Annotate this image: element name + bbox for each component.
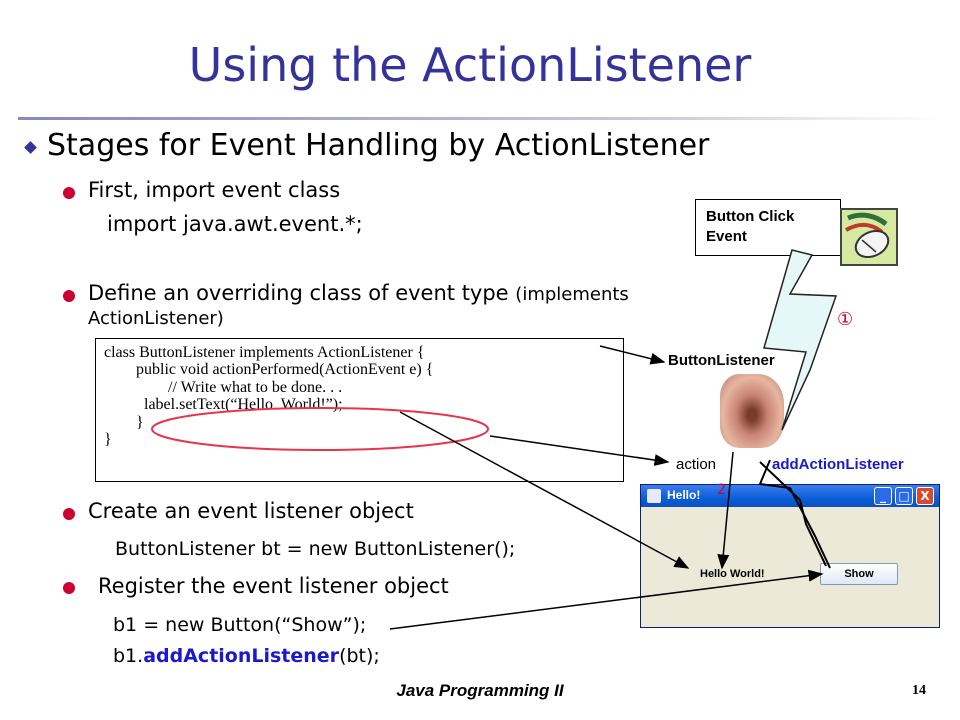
code-line: // Write what to be done. . . xyxy=(104,379,343,396)
step-1-label: First, import event class xyxy=(88,178,341,202)
label-arrow xyxy=(717,451,734,570)
mouse-icon xyxy=(840,208,898,266)
event-box-line: Button Click xyxy=(706,208,795,225)
step-3-label: Create an event listener object xyxy=(88,499,414,523)
code-line: public void actionPerformed(ActionEvent … xyxy=(104,361,434,378)
step-2-marker: 2 xyxy=(717,482,726,498)
action-arrow xyxy=(489,435,670,466)
window-titlebar: Hello! _ □ X xyxy=(641,485,939,507)
settext-arrow xyxy=(399,411,690,569)
step-2-label: Define an overriding class of event type xyxy=(88,281,509,305)
button-click-event-box: Button Click Event xyxy=(695,199,841,256)
add-action-listener-label: addActionListener xyxy=(772,456,904,473)
highlight-oval xyxy=(151,407,489,451)
title-underline xyxy=(18,117,942,120)
bullet-icon xyxy=(63,582,75,594)
slide-title: Using the ActionListener xyxy=(188,38,752,92)
code-line: class ButtonListener implements ActionLi… xyxy=(104,344,425,361)
page-number: 14 xyxy=(912,683,926,698)
code-line: } xyxy=(104,431,112,448)
close-button[interactable]: X xyxy=(916,487,934,505)
step-4-code-suffix: (bt); xyxy=(339,645,380,667)
code-line: } xyxy=(104,414,144,431)
action-label: action xyxy=(676,456,717,473)
step-4-code-1: b1 = new Button(“Show”); xyxy=(113,614,367,636)
code-box: class ButtonListener implements ActionLi… xyxy=(95,338,624,482)
maximize-button[interactable]: □ xyxy=(895,487,913,505)
button-listener-label: ButtonListener xyxy=(668,352,775,369)
step-1-code: import java.awt.event.*; xyxy=(107,212,363,236)
step-3-code: ButtonListener bt = new ButtonListener()… xyxy=(115,538,516,560)
listener-arrow xyxy=(599,345,666,365)
java-icon xyxy=(647,489,661,503)
step-2-suffix: (implements xyxy=(515,284,629,305)
bullet-icon xyxy=(63,187,75,199)
add-action-listener-call: addActionListener xyxy=(143,645,340,667)
step-2-suffix-line2: ActionListener) xyxy=(88,308,224,329)
step-1-marker: ① xyxy=(837,309,854,330)
main-heading: Stages for Event Handling by ActionListe… xyxy=(47,128,710,163)
ear-icon xyxy=(720,374,784,448)
hello-app-window: Hello! _ □ X Hello World! Show xyxy=(640,484,940,628)
window-title: Hello! xyxy=(667,488,701,502)
hello-world-label: Hello World! xyxy=(700,568,765,580)
button-arrow xyxy=(389,569,824,630)
register-arrow-outline xyxy=(759,461,827,567)
event-box-line: Event xyxy=(706,228,747,245)
lightning-bolt-icon xyxy=(763,249,838,431)
register-arrow xyxy=(758,459,831,569)
footer-title: Java Programming II xyxy=(396,681,564,700)
step-4-label: Register the event listener object xyxy=(98,574,449,598)
minimize-button[interactable]: _ xyxy=(874,487,892,505)
bullet-icon xyxy=(63,508,75,520)
bullet-icon xyxy=(63,290,75,302)
step-4-code-prefix: b1. xyxy=(113,645,144,667)
